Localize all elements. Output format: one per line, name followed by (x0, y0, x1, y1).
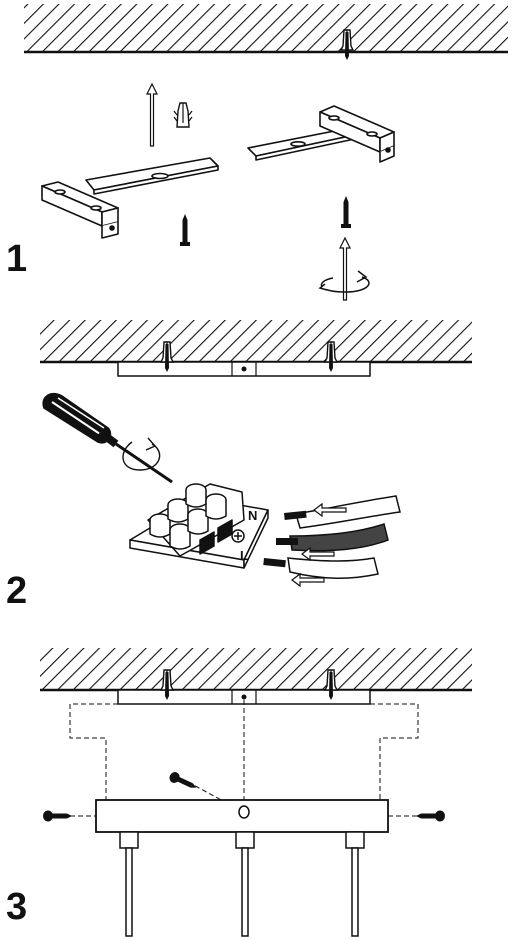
step-number-2: 2 (6, 570, 28, 612)
ceiling-hatch (40, 648, 472, 690)
screw-icon (169, 772, 197, 788)
wall-plug-icon (173, 102, 193, 128)
terminal-block-icon (129, 483, 269, 569)
screwdriver-icon (42, 392, 173, 484)
mounting-bracket-left (41, 157, 219, 239)
ceiling-hatch (40, 320, 472, 362)
arrow-left-icon (291, 502, 347, 588)
screw-icon (43, 810, 72, 822)
step-number-3: 3 (6, 886, 28, 928)
screw-icon (180, 214, 190, 246)
cable-icon (287, 495, 401, 579)
step-number-1: 1 (6, 238, 28, 280)
arrow-up-icon (339, 237, 351, 301)
mounting-bracket-right (247, 105, 395, 163)
screw-icon (416, 810, 445, 822)
suspension-cable (119, 831, 365, 937)
wire-icon (263, 510, 307, 568)
screw-icon (341, 196, 351, 228)
ceiling-hatch (24, 4, 508, 52)
canopy-outline (54, 700, 420, 817)
terminal-label-l: L (240, 548, 248, 563)
step1-figure (24, 4, 508, 301)
step3-figure (40, 648, 472, 937)
rotation-arrow-icon (318, 270, 370, 293)
rotation-arrow-icon (122, 437, 161, 471)
terminal-label-n: N (248, 508, 257, 523)
step2-figure: N L (40, 320, 472, 588)
arrow-up-icon (146, 83, 158, 147)
